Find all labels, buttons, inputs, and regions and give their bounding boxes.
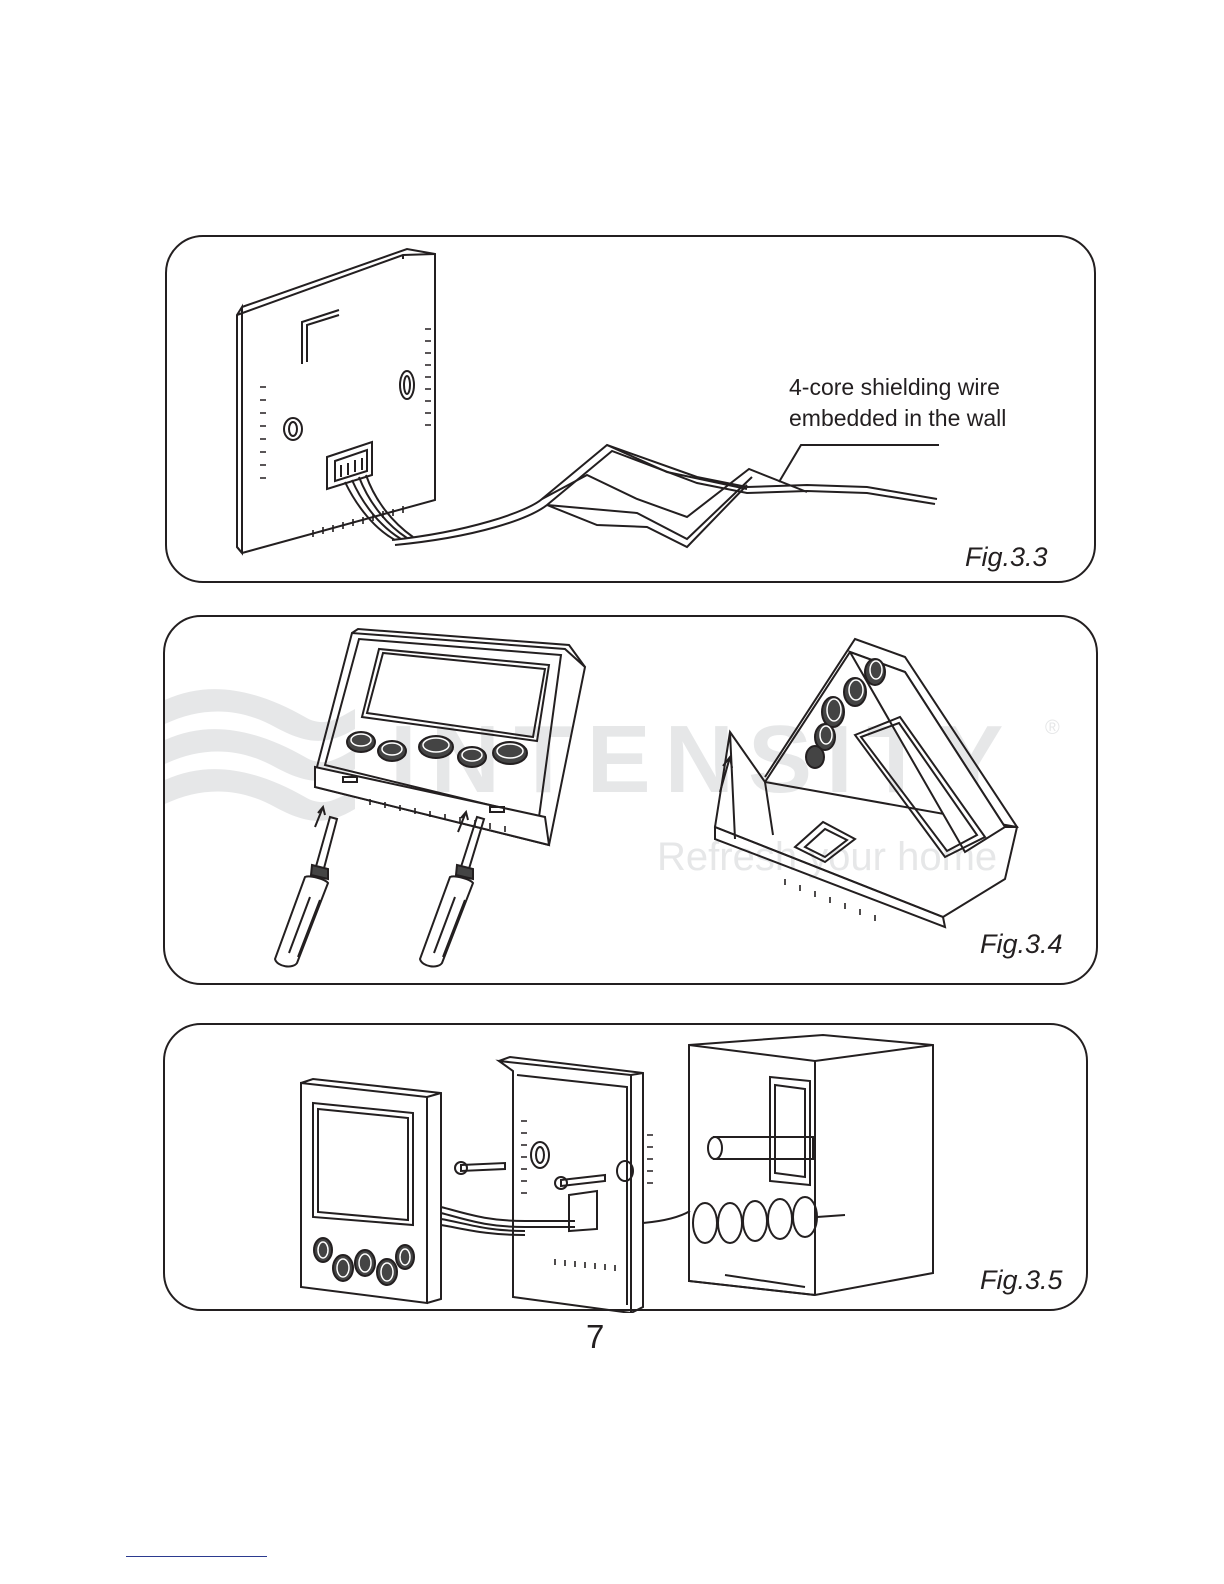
figure-3-5-panel: Fig.3.5 bbox=[163, 1023, 1088, 1311]
figure-3-3-panel: 4-core shielding wire embedded in the wa… bbox=[165, 235, 1096, 583]
page-number: 7 bbox=[586, 1318, 604, 1356]
wire-label-line-1: 4-core shielding wire bbox=[789, 372, 1006, 403]
bottom-rule bbox=[126, 1556, 267, 1557]
figure-caption: Fig.3.3 bbox=[965, 542, 1048, 573]
figure-caption: Fig.3.4 bbox=[980, 929, 1063, 960]
figure-caption: Fig.3.5 bbox=[980, 1265, 1063, 1296]
figure-3-4-panel: INTENSITY ® Refresh your home bbox=[163, 615, 1098, 985]
thermostat-installation-exploded-illustration bbox=[165, 1025, 1090, 1313]
wire-label: 4-core shielding wire embedded in the wa… bbox=[789, 372, 1006, 434]
wire-label-line-2: embedded in the wall bbox=[789, 403, 1006, 434]
thermostat-opening-illustration bbox=[165, 617, 1100, 987]
